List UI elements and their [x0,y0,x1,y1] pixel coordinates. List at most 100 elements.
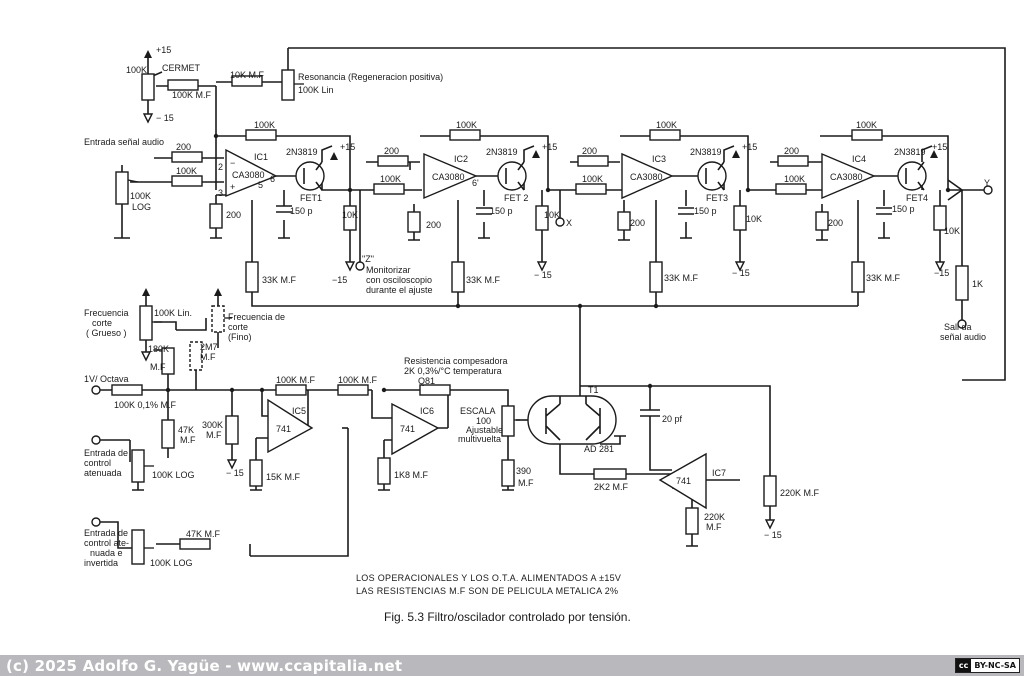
label-r-100k-in1: 100K [176,166,197,176]
label-minus15-3: − 15 [732,268,750,278]
label-fine-1: Frecuencia de [228,312,285,322]
label-minus15-2: − 15 [534,270,552,280]
label-r-300k-mf: M.F [206,430,222,440]
label-ctrl-att-3: atenuada [84,468,122,478]
label-ic3: IC3 [652,154,666,164]
label-r-10k-4: 10K [944,226,960,236]
label-fet-type-2: 2N3819 [486,147,518,157]
label-r-47k: 47K [178,425,194,435]
label-r-100k-fb4: 100K [856,120,877,130]
label-ic4: IC4 [852,154,866,164]
label-r-100k-mf-top: 100K M.F [172,90,212,100]
label-r-10k-mf: 10K M.F [230,70,265,80]
footer-credit: (c) 2025 Adolfo G. Yagüe - www.ccapitali… [6,656,403,675]
label-r-1k8: 1K8 M.F [394,470,429,480]
label-audio-in: Entrada señal audio [84,137,164,147]
label-r-2k2: 2K2 M.F [594,482,629,492]
schematic-labels: +15 100K CERMET 100K M.F − 15 10K M.F Re… [84,45,990,568]
label-x-point: X [566,218,572,228]
label-op741-7: 741 [676,476,691,486]
note-line-1: LOS OPERACIONALES Y LOS O.T.A. ALIMENTAD… [356,573,621,583]
label-coarse-2: corte [92,318,112,328]
label-comp-2: 2K 0,3%/°C temperatura [404,366,502,376]
vcf-schematic: +15 100K CERMET 100K M.F − 15 10K M.F Re… [84,45,1006,624]
label-adj-2: multivuelta [458,434,501,444]
label-pin6b-2: 6' [472,178,479,188]
label-fine-3: (Fino) [228,332,252,342]
label-resonance: Resonancia (Regeneracion positiva) [298,72,443,82]
label-ctrl-att-2: control [84,458,111,468]
label-fet4: FET4 [906,193,928,203]
label-ctrl-inv-4: invertida [84,558,118,568]
label-audio-out-2: señal audio [940,332,986,342]
label-v-oct: 1V/ Octava [84,374,129,384]
label-q81: Q81 [418,376,435,386]
figure-caption: Fig. 5.3 Filtro/oscilador controlado por… [384,610,631,624]
label-r-100k-fb2: 100K [456,120,477,130]
label-r-10k-3: 10K [746,214,762,224]
label-r-200-g2: 200 [426,220,441,230]
label-fet-type-4: 2N3819 [894,147,926,157]
label-ad281: AD 281 [584,444,614,454]
label-r-2m7: 2M7 [200,342,218,352]
label-ctrl-inv-1: Entrada de [84,528,128,538]
label-plus15-2: +15 [542,142,557,152]
label-att-pot: 100K LOG [152,470,195,480]
label-cermet: CERMET [162,63,201,73]
license-cc-icon: cc [955,659,972,672]
label-r-100k-in4: 100K [784,174,805,184]
label-fet3: FET3 [706,193,728,203]
label-t1: T1 [588,385,599,395]
label-ic7: IC7 [712,468,726,478]
label-coarse-1: Frecuencia [84,308,129,318]
label-c-150p-2: 150 p [490,206,513,216]
label-r-100k-in2: 100K [380,174,401,184]
label-r-200-3: 200 [582,146,597,156]
label-fet1: FET1 [300,193,322,203]
label-audio-out-1: Sali da [944,322,972,332]
label-r-200-4: 200 [784,146,799,156]
label-minus15-5: − 15 [226,468,244,478]
label-monitor-3: durante el ajuste [366,285,433,295]
label-minus15-top: − 15 [156,113,174,123]
label-minus15-7: − 15 [764,530,782,540]
label-op741-6: 741 [400,424,415,434]
label-r-180k: 180K [148,344,169,354]
label-monitor-1: Monitorizar [366,265,411,275]
label-r-200-2: 200 [384,146,399,156]
label-ota2: CA3080 [432,172,465,182]
label-r-300k: 300K [202,420,223,430]
label-c-150p-3: 150 p [694,206,717,216]
label-c-150p-1: 150 p [290,206,313,216]
label-coarse-3: ( Grueso ) [86,328,127,338]
label-plus15-1: +15 [340,142,355,152]
components [91,50,993,565]
label-audio-pot: 100K [130,191,151,201]
label-r-33k-1: 33K M.F [262,275,297,285]
label-ctrl-inv-2: control ate- [84,538,129,548]
label-pin5-1: 5 [258,180,263,190]
label-ota4: CA3080 [830,172,863,182]
license-badge[interactable]: cc BY-NC-SA [954,658,1020,673]
label-pin3-1: 3 [218,188,223,198]
label-y-point: Y [984,178,990,188]
label-c-20pf: 20 pf [662,414,683,424]
label-r-220k: 220K [704,512,725,522]
label-ic5: IC5 [292,406,306,416]
label-comp-1: Resistencia compesadora [404,356,508,366]
label-z-point: "Z" [362,254,374,264]
label-r-15k: 15K M.F [266,472,301,482]
note-line-2: LAS RESISTENCIAS M.F SON DE PELICULA MET… [356,586,618,596]
label-r-200-1: 200 [176,142,191,152]
label-coarse-pot: 100K Lin. [154,308,192,318]
label-r-220k-mf-2: 220K M.F [780,488,820,498]
label-r-2m7-mf: M.F [200,352,216,362]
label-audio-pot-log: LOG [132,202,151,212]
label-r-10k-1: 10K [342,210,358,220]
label-r-200-g4: 200 [828,218,843,228]
label-r-200-g3: 200 [630,218,645,228]
label-op741-5: 741 [276,424,291,434]
label-ic6: IC6 [420,406,434,416]
license-terms: BY-NC-SA [974,661,1016,670]
label-escala: ESCALA [460,406,496,416]
